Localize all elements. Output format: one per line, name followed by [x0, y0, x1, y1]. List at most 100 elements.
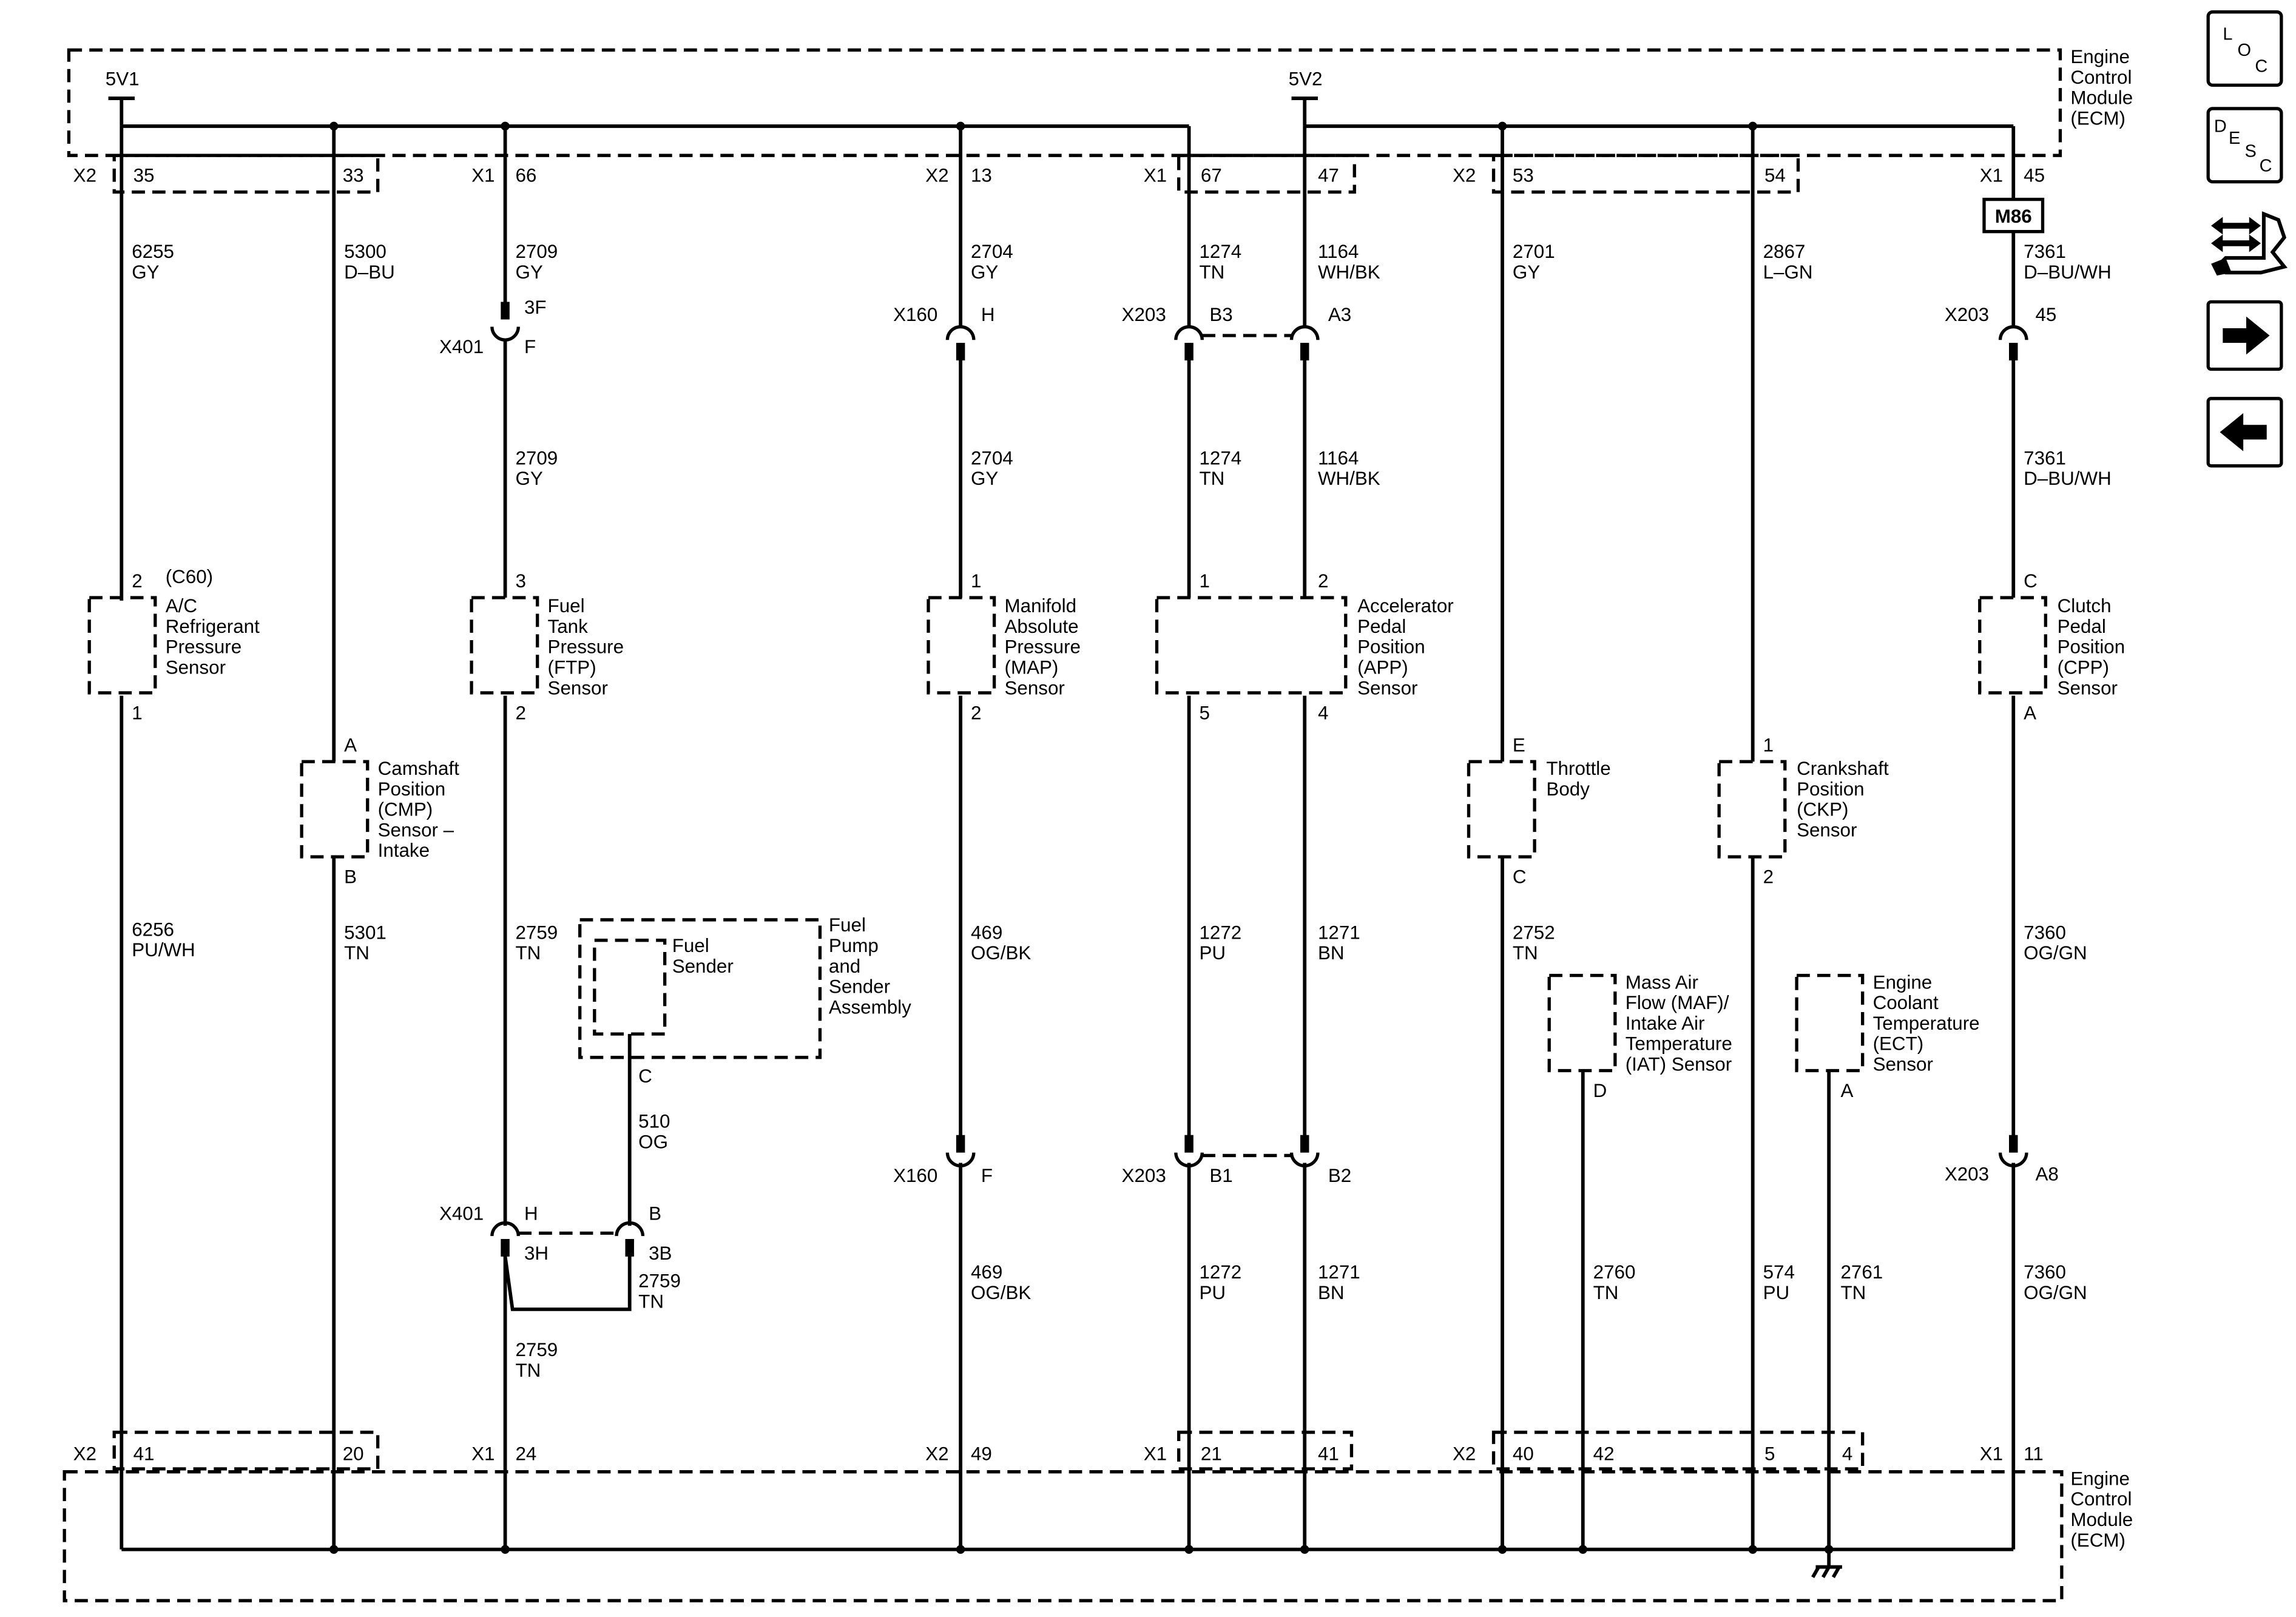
svg-text:Position: Position [1357, 636, 1425, 658]
ecm-top-box [67, 48, 2062, 157]
ckp-sensor: 1 Crankshaft Position (CKP) Sensor 2 [1717, 734, 1889, 888]
arrow-right-icon [2223, 316, 2270, 355]
svg-text:WH/BK: WH/BK [1318, 262, 1380, 283]
svg-text:2: 2 [1763, 866, 1774, 888]
svg-text:(CMP): (CMP) [378, 799, 433, 820]
svg-text:3H: 3H [524, 1243, 549, 1264]
svg-text:2759: 2759 [515, 922, 558, 943]
m86-tag-box [1982, 197, 2045, 234]
svg-text:X1: X1 [1980, 165, 2003, 186]
svg-text:21: 21 [1201, 1443, 1222, 1464]
svg-text:TN: TN [515, 1360, 541, 1381]
svg-text:TN: TN [1199, 262, 1224, 283]
svg-text:(CKP): (CKP) [1797, 799, 1848, 820]
svg-text:C: C [1513, 866, 1527, 888]
svg-text:Sensor –: Sensor – [378, 819, 454, 840]
svg-text:Manifold: Manifold [1005, 595, 1077, 616]
svg-text:TN: TN [1199, 468, 1224, 489]
svg-text:X2: X2 [1453, 165, 1476, 186]
svg-text:H: H [524, 1203, 538, 1224]
cpp-sensor: C Clutch Pedal Position (CPP) Sensor A [1978, 570, 2125, 723]
svg-text:Sensor: Sensor [548, 677, 608, 698]
ect-sensor: Engine Coolant Temperature (ECT) Sensor … [1795, 971, 1980, 1101]
prev-page-button[interactable] [2206, 397, 2283, 468]
svg-text:(FTP): (FTP) [548, 657, 596, 678]
next-page-button[interactable] [2206, 300, 2283, 371]
svg-text:Throttle: Throttle [1546, 758, 1610, 779]
svg-text:Sensor: Sensor [1873, 1053, 1933, 1075]
desc-button[interactable]: D E S C [2206, 107, 2283, 184]
svg-text:Pressure: Pressure [1005, 636, 1081, 658]
svg-text:6255: 6255 [132, 241, 174, 262]
svg-text:3B: 3B [649, 1243, 672, 1264]
svg-text:Mass Air: Mass Air [1626, 971, 1698, 993]
bottom-connector-labels: X2 41 20 X1 24 X2 49 X1 21 41 X2 40 42 5… [73, 1443, 2044, 1464]
ecm-label-top: Engine Control Module (ECM) [2070, 46, 2133, 129]
svg-text:41: 41 [1318, 1443, 1339, 1464]
svg-text:Intake Air: Intake Air [1626, 1013, 1705, 1034]
svg-text:1272: 1272 [1199, 1261, 1241, 1283]
svg-text:Crankshaft: Crankshaft [1797, 758, 1889, 779]
svg-text:1: 1 [1763, 734, 1774, 755]
svg-text:45: 45 [2035, 304, 2056, 325]
svg-text:(MAP): (MAP) [1005, 657, 1059, 678]
svg-text:Pressure: Pressure [166, 636, 241, 658]
svg-text:A: A [2024, 702, 2036, 723]
svg-text:Sender: Sender [829, 976, 890, 998]
svg-text:Temperature: Temperature [1626, 1033, 1732, 1055]
svg-text:469: 469 [971, 922, 1002, 943]
svg-text:2701: 2701 [1513, 241, 1555, 262]
svg-text:41: 41 [133, 1443, 155, 1464]
svg-text:C: C [2024, 570, 2038, 592]
svg-text:X401: X401 [439, 336, 484, 357]
svg-text:Sensor: Sensor [2058, 677, 2118, 698]
svg-text:2761: 2761 [1840, 1261, 1883, 1283]
svg-text:TN: TN [1840, 1282, 1866, 1303]
svg-text:X1: X1 [1144, 165, 1167, 186]
svg-text:PU: PU [1199, 1282, 1226, 1303]
svg-text:Sender: Sender [672, 956, 734, 977]
supply-5v1-label: 5V1 [106, 68, 140, 89]
svg-text:X203: X203 [1122, 1165, 1166, 1186]
svg-text:2: 2 [1318, 570, 1328, 592]
svg-text:53: 53 [1513, 165, 1534, 186]
loc-button[interactable]: L O C [2206, 10, 2283, 87]
svg-text:Pedal: Pedal [2058, 616, 2106, 637]
svg-text:(ECM): (ECM) [2070, 108, 2125, 129]
fuel-pump-and-sender-assembly: Fuel Sender Fuel Pump and Sender Assembl… [578, 914, 911, 1087]
svg-text:4: 4 [1842, 1443, 1852, 1464]
svg-text:Pedal: Pedal [1357, 616, 1406, 637]
svg-text:1: 1 [132, 702, 142, 723]
svg-text:B2: B2 [1328, 1165, 1351, 1186]
svg-text:54: 54 [1764, 165, 1786, 186]
svg-text:Accelerator: Accelerator [1357, 595, 1454, 616]
svg-text:2759: 2759 [638, 1271, 681, 1292]
connector-view-icon[interactable] [2208, 205, 2288, 282]
svg-text:20: 20 [343, 1443, 364, 1464]
svg-text:13: 13 [971, 165, 992, 186]
svg-text:X1: X1 [1144, 1443, 1167, 1464]
svg-text:Engine: Engine [2070, 1468, 2130, 1489]
svg-text:PU: PU [1763, 1282, 1790, 1303]
svg-text:1: 1 [971, 570, 981, 592]
svg-text:7361: 7361 [2024, 241, 2066, 262]
svg-text:35: 35 [133, 165, 155, 186]
svg-text:X2: X2 [1453, 1443, 1476, 1464]
svg-text:B3: B3 [1209, 304, 1232, 325]
bottom-cavity-boxes [112, 1430, 1865, 1471]
svg-text:(C60): (C60) [166, 566, 213, 587]
svg-text:(APP): (APP) [1357, 657, 1408, 678]
svg-text:D–BU/WH: D–BU/WH [2024, 468, 2112, 489]
svg-text:D–BU/WH: D–BU/WH [2024, 262, 2112, 283]
ac-refrigerant-pressure-sensor: 2 (C60) A/C Refrigerant Pressure Sensor … [87, 566, 260, 723]
svg-text:1164: 1164 [1318, 241, 1359, 262]
svg-text:TN: TN [515, 942, 541, 964]
ecm-label-bottom: Engine Control Module (ECM) [2070, 1468, 2133, 1550]
svg-text:X2: X2 [925, 1443, 948, 1464]
svg-text:X1: X1 [1980, 1443, 2003, 1464]
svg-text:OG/GN: OG/GN [2024, 942, 2087, 964]
svg-text:OG/BK: OG/BK [971, 942, 1031, 964]
svg-text:X2: X2 [73, 165, 96, 186]
svg-text:GY: GY [132, 262, 159, 283]
